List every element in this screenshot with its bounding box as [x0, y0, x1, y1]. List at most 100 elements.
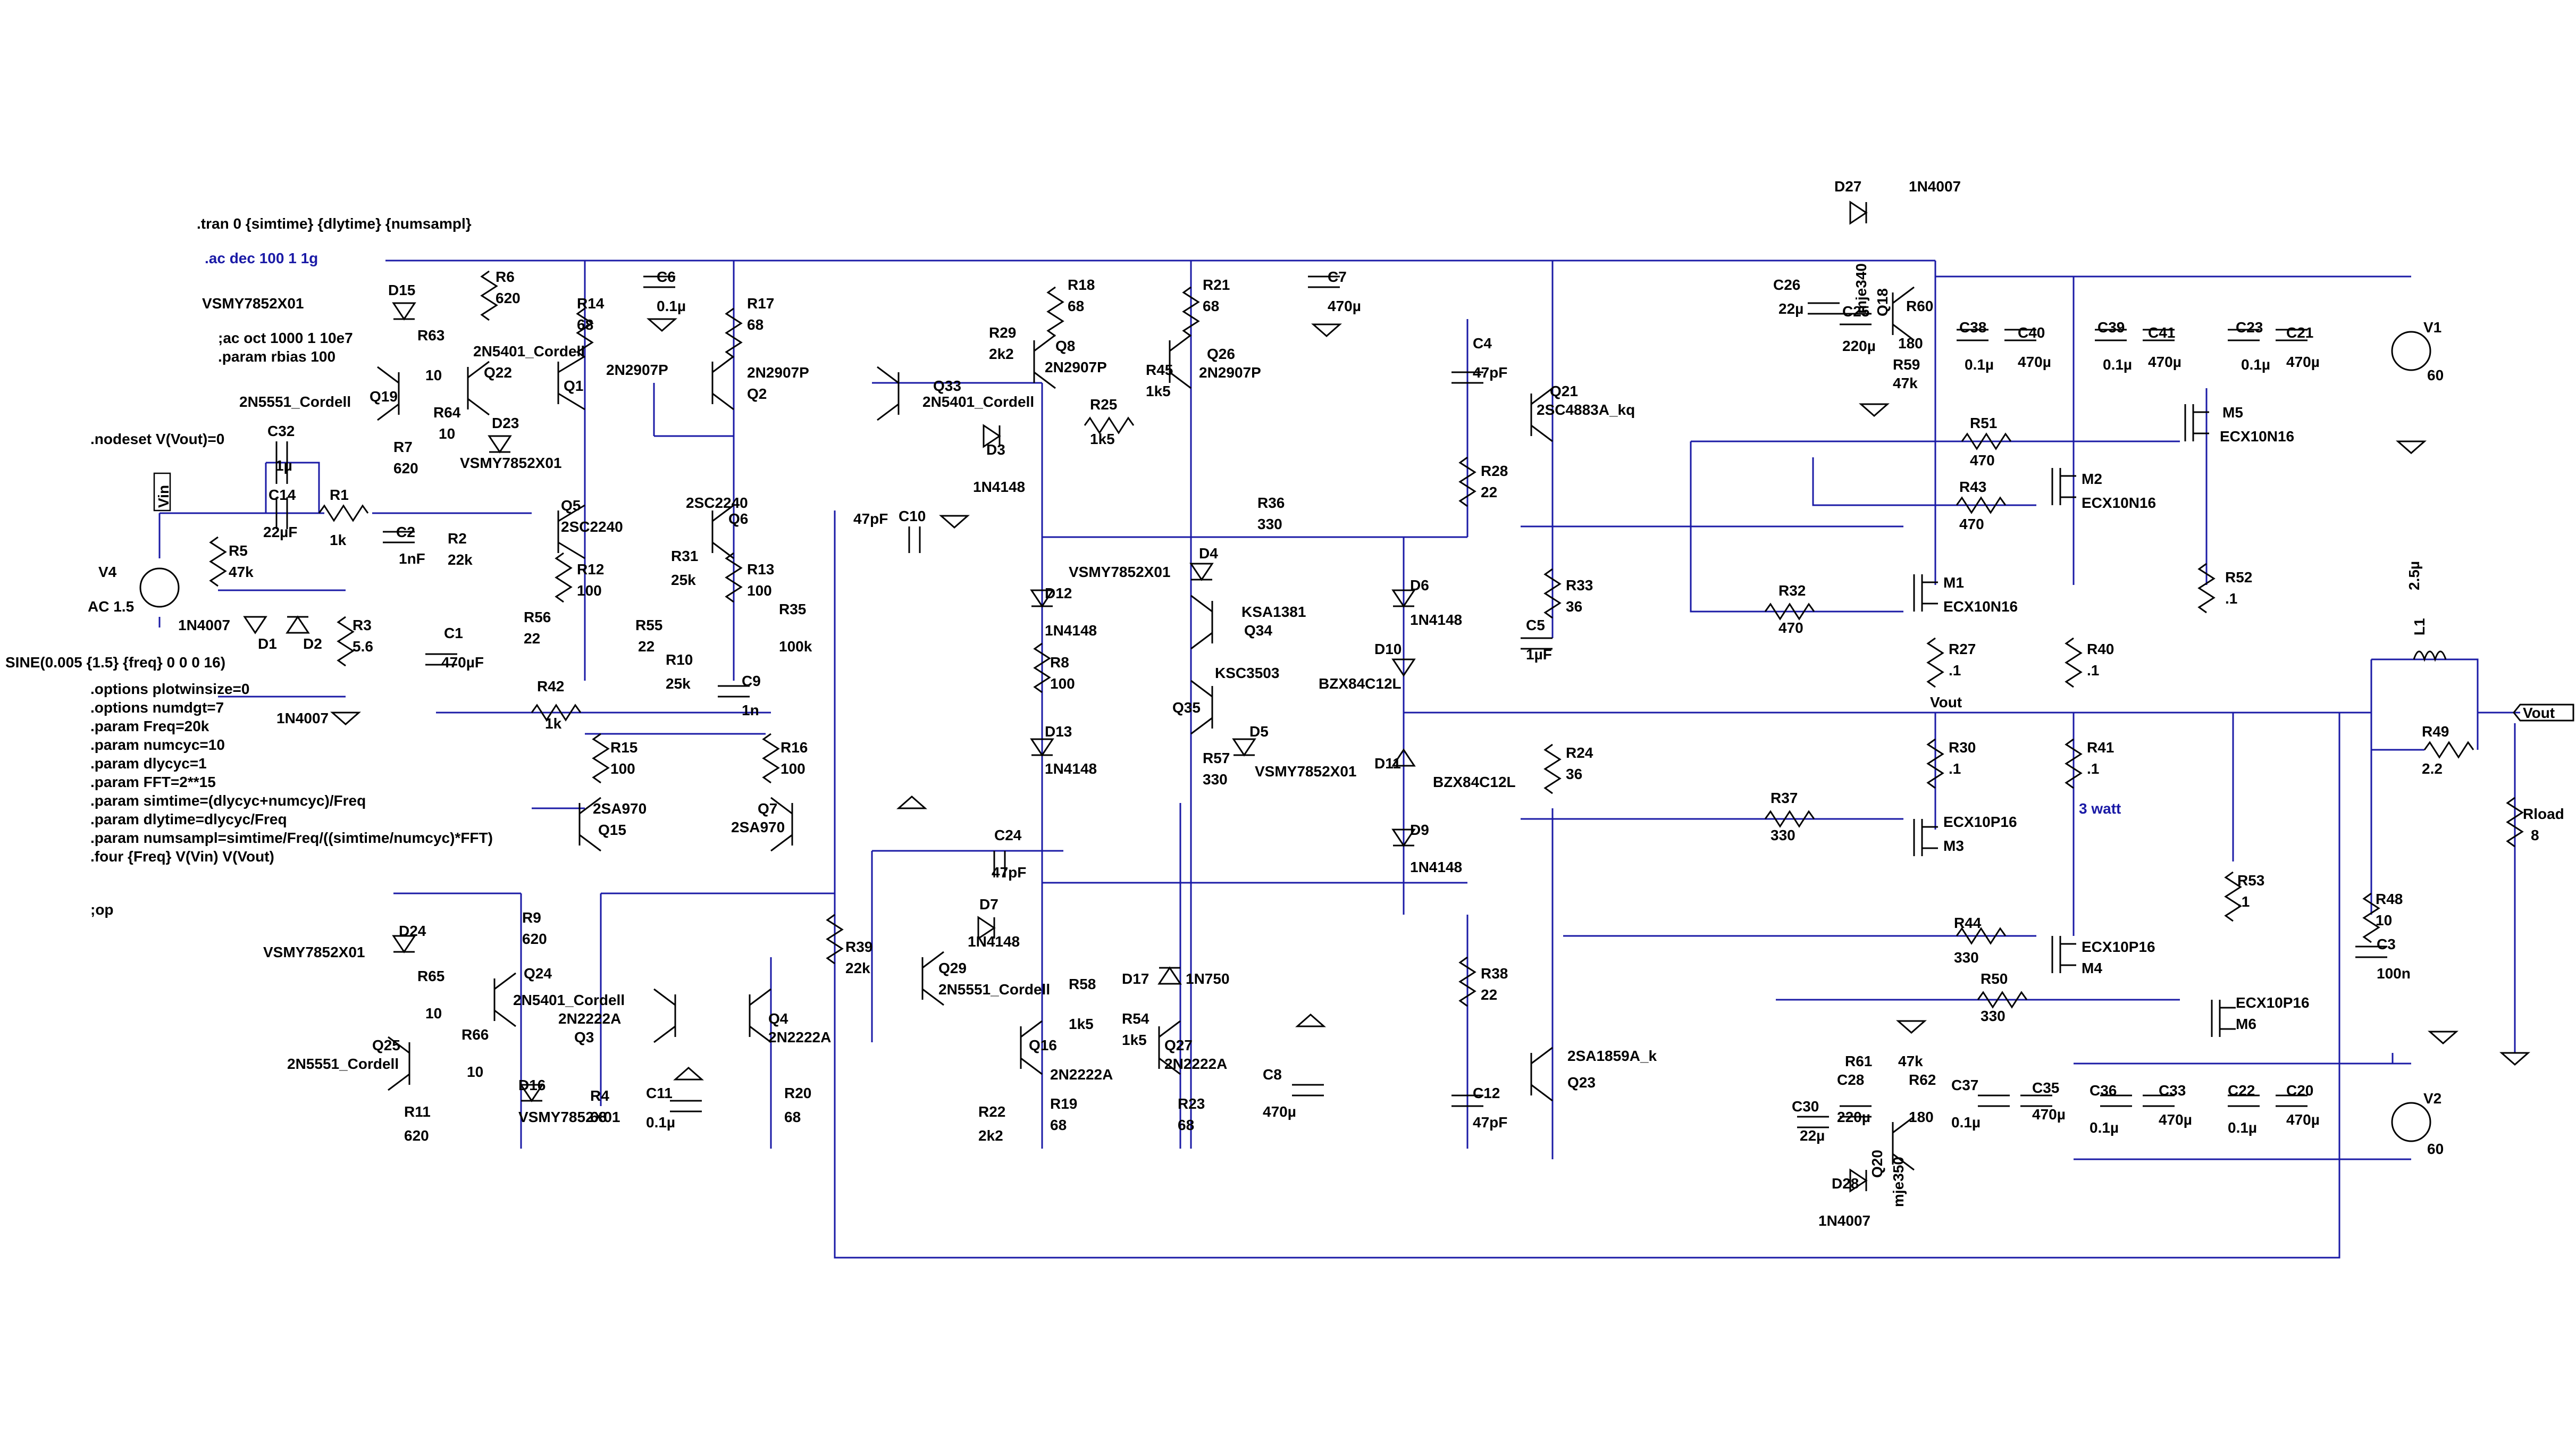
label-R58-val: 1k5 [1069, 1016, 1094, 1032]
label-D2-model: 1N4007 [276, 710, 329, 726]
label-R42: R42 [537, 678, 564, 694]
diode-symbols [243, 200, 1868, 1193]
label-D27-model: 1N4007 [1909, 178, 1961, 195]
label-D24: D24 [399, 923, 426, 939]
label-D17: D17 [1122, 970, 1149, 987]
resistor-R38 [1458, 956, 1476, 1007]
label-R1: R1 [330, 487, 349, 503]
resistor-Rload [2506, 797, 2524, 848]
label-D4: D4 [1199, 545, 1218, 562]
label-D23: D23 [492, 415, 519, 431]
resistor-R8 [1033, 642, 1051, 693]
label-R29-val: 2k2 [989, 346, 1014, 362]
resistor-R3 [337, 616, 355, 667]
label-Q35: Q35 [1172, 699, 1201, 716]
label-C8-val: 470µ [1263, 1103, 1296, 1120]
bjt-Q2-body [711, 355, 734, 411]
label-R63-val: 10 [425, 367, 442, 383]
label-C10-val: 47pF [853, 511, 888, 527]
capacitor-C11 [670, 1100, 702, 1112]
label-Q1-model: 2N2907P [606, 362, 668, 378]
bjt-Q24-body [493, 972, 516, 1027]
label-R56: R56 [524, 609, 551, 625]
label-Q34-model: KSA1381 [1241, 604, 1306, 620]
resistor-R27 [1926, 637, 1944, 688]
label-R50-val: 330 [1981, 1008, 2006, 1024]
capacitor-C41 [2143, 329, 2175, 341]
label-D24-model: VSMY7852X01 [263, 944, 365, 960]
label-C14: C14 [268, 487, 296, 503]
capacitor-C3 [2355, 945, 2387, 958]
label-C28: C28 [1837, 1072, 1864, 1088]
resistor-R13 [725, 552, 743, 603]
ground-C11 [673, 1067, 704, 1081]
ground-C6 [647, 318, 677, 332]
label-Q22: Q22 [484, 364, 512, 381]
label-R65-val: 10 [425, 1005, 442, 1022]
label-C6-val: 0.1µ [657, 298, 686, 314]
capacitor-C36 [2100, 1094, 2132, 1107]
label-D23-model: VSMY7852X01 [460, 455, 561, 471]
label-C9-val: 1n [742, 702, 759, 718]
resistor-R33 [1543, 568, 1562, 619]
label-D11-model: BZX84C12L [1433, 774, 1516, 790]
resistor-R32 [1764, 602, 1815, 621]
bjt-Q8-body [1033, 334, 1056, 389]
diode-D28 [1849, 1168, 1868, 1193]
label-R59: R59 [1893, 356, 1920, 373]
bjt-Q34-body [1190, 595, 1213, 650]
label-Q15: Q15 [598, 822, 626, 838]
label-R63: R63 [417, 327, 444, 344]
label-M4-model: ECX10P16 [2082, 939, 2155, 955]
label-V1-val: 60 [2427, 367, 2444, 383]
source-V2 [2391, 1102, 2431, 1142]
led-D23 [488, 435, 512, 454]
resistor-R18 [1046, 286, 1064, 337]
label-R2: R2 [448, 530, 467, 547]
label-Q7: Q7 [758, 800, 777, 817]
label-R9: R9 [522, 909, 541, 926]
label-Q29: Q29 [938, 960, 967, 976]
label-R43-val: 470 [1959, 516, 1984, 532]
label-R8: R8 [1050, 654, 1069, 671]
label-R54: R54 [1122, 1010, 1149, 1027]
label-R41: R41 [2087, 739, 2114, 756]
resistor-R52 [2197, 563, 2216, 614]
label-C2: C2 [396, 524, 415, 540]
label-D7-model: 1N4148 [968, 933, 1020, 950]
bjt-Q20-body [1892, 1116, 1915, 1171]
label-R53-val: .1 [2237, 893, 2250, 910]
label-C11-val: 0.1µ [646, 1114, 675, 1131]
label-C7: C7 [1328, 269, 1347, 285]
capacitor-C1 [425, 653, 457, 666]
ground-C8 [1295, 1014, 1326, 1027]
ground-M6 [2428, 1031, 2458, 1044]
label-C2-val: 1nF [399, 550, 425, 567]
directive-p1: .param Freq=20k [90, 718, 209, 734]
label-R23: R23 [1178, 1095, 1205, 1112]
label-L1: L1 [2411, 618, 2428, 635]
label-R28: R28 [1481, 463, 1508, 479]
label-Q20-model: mje350 [1890, 1157, 1907, 1207]
label-R48: R48 [2376, 891, 2403, 907]
diode-D6 [1391, 589, 1416, 608]
label-Q3-model: 2N2222A [558, 1010, 621, 1027]
svg-text:Vin: Vin [155, 485, 172, 508]
label-Q15-model: 2SA970 [593, 800, 647, 817]
resistor-R21 [1182, 286, 1200, 337]
label-Q33: Q33 [933, 378, 961, 394]
label-R8-val: 100 [1050, 675, 1075, 692]
capacitor-C28 [1840, 1105, 1872, 1118]
label-D12: D12 [1045, 585, 1072, 601]
label-C20: C20 [2286, 1082, 2313, 1099]
label-R51: R51 [1970, 415, 1997, 431]
label-D9-model: 1N4148 [1410, 859, 1462, 875]
label-R53: R53 [2237, 872, 2264, 889]
label-M3-model: ECX10P16 [1943, 814, 2017, 830]
label-R31: R31 [671, 548, 698, 564]
capacitor-C37 [1978, 1094, 2010, 1107]
bjt-Q25-body [388, 1036, 410, 1091]
label-R19: R19 [1050, 1095, 1077, 1112]
diode-D10 [1391, 658, 1416, 677]
directive-opt1: .options plotwinsize=0 [90, 681, 249, 697]
